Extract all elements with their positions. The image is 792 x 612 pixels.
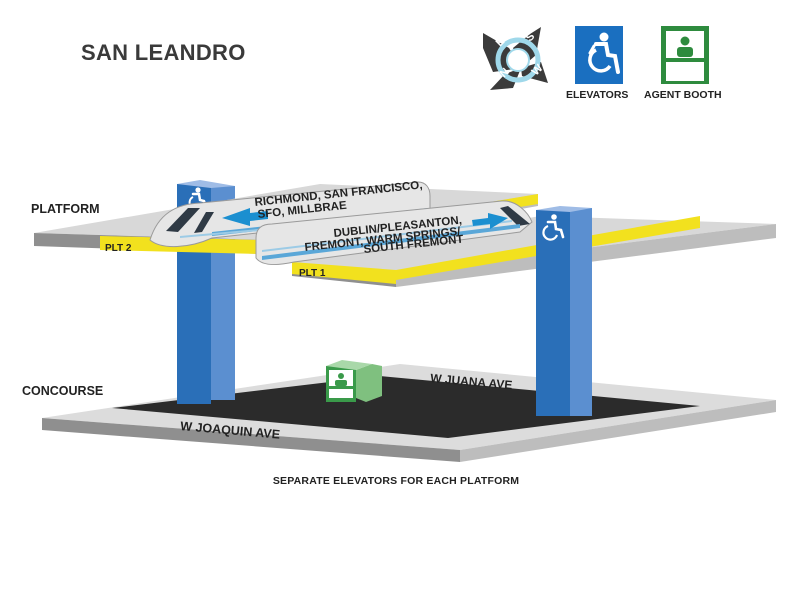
train-platform-1: DUBLIN/PLEASANTON, FREMONT, WARM SPRINGS… bbox=[255, 200, 533, 266]
agent-booth[interactable] bbox=[326, 360, 382, 402]
platform-2-label: PLT 2 bbox=[105, 243, 132, 254]
platform-level-label: PLATFORM bbox=[31, 202, 100, 216]
elevators-legend-label: ELEVATORS bbox=[566, 89, 629, 101]
elevator-legend-icon bbox=[575, 26, 623, 84]
platform-1-label: PLT 1 bbox=[299, 268, 326, 279]
station-title: SAN LEANDRO bbox=[81, 40, 246, 65]
agent-booth-legend-icon bbox=[661, 26, 709, 84]
concourse-level-label: CONCOURSE bbox=[22, 384, 104, 398]
concourse-level: W JOAQUIN AVE W JUANA AVE bbox=[42, 364, 776, 462]
compass-rose-icon: N E S W bbox=[483, 27, 548, 90]
elevator-platform-1[interactable] bbox=[536, 206, 592, 416]
agent-booth-legend-label: AGENT BOOTH bbox=[644, 89, 722, 101]
elevator-note: SEPARATE ELEVATORS FOR EACH PLATFORM bbox=[272, 475, 520, 487]
accessibility-icon bbox=[542, 214, 565, 241]
